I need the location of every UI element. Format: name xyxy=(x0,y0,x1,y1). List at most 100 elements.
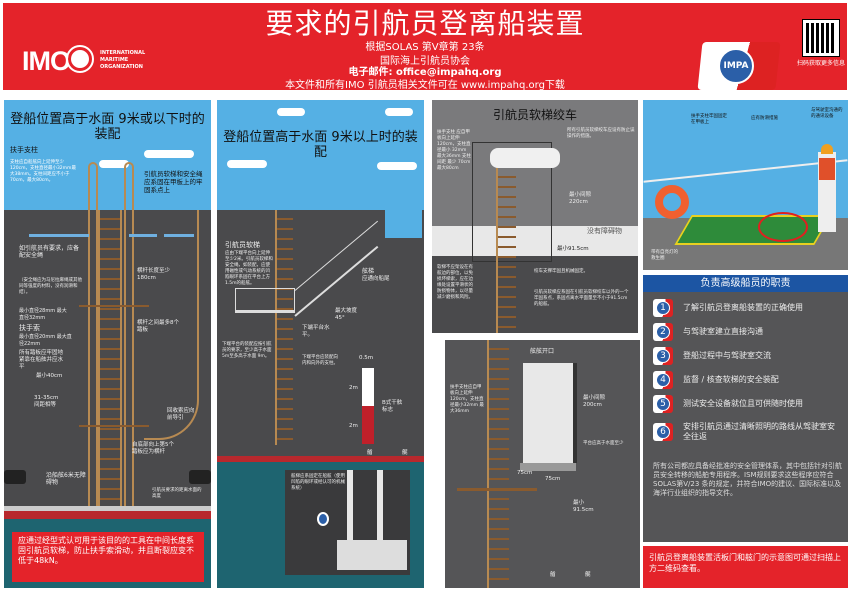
fwd-label: 艏 xyxy=(367,450,373,456)
window xyxy=(164,234,194,237)
imo-seal-icon xyxy=(66,45,94,73)
clearance-text: 最小间隙 220cm xyxy=(569,192,592,205)
sms-text: 所有公司都应具备经批准的安全管理体系，其中包括针对引航员安全转移的船舶专用程序。… xyxy=(653,462,842,497)
duties-title: 负责高级船员的职责 xyxy=(643,275,848,292)
spreader xyxy=(79,425,149,427)
stanchion-left xyxy=(88,162,98,522)
railing xyxy=(643,159,848,183)
duty-text: 登船过程中与驾驶室交流 xyxy=(683,351,771,360)
man-ropes-diameter: 最小直径20mm 最大直径22mm xyxy=(19,334,72,347)
winch-drum xyxy=(490,148,560,168)
cloud xyxy=(227,160,267,168)
no-position-text: 软梯不应架设在有舷边的部位，以免损坏梯索，应在边缘处设置平滑状的防损物体，以尽量… xyxy=(437,265,473,300)
platform-support: 下端平台应装配向内和向外的支柱。 xyxy=(302,355,338,366)
accom-label: 舷梯 xyxy=(362,268,375,275)
flag-number-icon: 5 xyxy=(653,395,673,413)
ladder-label: 引航员软梯 xyxy=(225,241,260,249)
qr-note-box: 引航员登离船装置活板门和舷门的示意图可通过扫描上方二维码查看。 xyxy=(643,546,848,588)
panel2-title: 登船位置高于水面 9米以上时的装配 xyxy=(223,130,418,160)
qr-code-icon[interactable] xyxy=(802,19,840,57)
stanchion-text: 支柱应自船舷向上延伸至少120cm，支柱直径最小32mm最大38mm。支柱间距应… xyxy=(10,160,76,183)
spreader xyxy=(457,488,537,491)
b-stanchion-text: 扶手支柱应自甲板向上延伸120cm，支柱直径最小32mm 最大36mm xyxy=(450,385,484,414)
platform-level: 下端平台水平。 xyxy=(302,325,330,338)
magnetic-eye-icon xyxy=(317,512,329,526)
sky xyxy=(217,100,424,210)
photo-label-lifebuoy: 带有自亮灯的救生圈 xyxy=(651,250,678,261)
duty-text: 测试安全设备就位且可供随时使用 xyxy=(683,399,803,408)
accom-sub: 应通向船尾 xyxy=(362,276,390,282)
photo-label-comms: 与驾驶室沟通的的通讯设备 xyxy=(811,108,843,119)
duty-item: 4 监督 / 核查软梯的安全装配 xyxy=(653,368,842,392)
boarding-area xyxy=(674,215,832,245)
pilot-ladder xyxy=(275,210,293,445)
fender xyxy=(4,470,26,484)
mark-label: B式干舷标志 xyxy=(382,400,403,413)
slope-text: 最大坡度 45° xyxy=(335,308,358,321)
fifth-step-text: 自底部向上第5个踏板应为横杆 xyxy=(132,442,174,455)
b-min: 最小 91.5cm xyxy=(573,500,594,513)
hull-opening xyxy=(523,363,573,463)
safety-line-note: （安全绳应为马尼拉麻绳或其他同等强度的材料，没有润滑和结）。 xyxy=(19,278,82,295)
photo-label-stanchion: 扶手支柱牢固固定在甲板上 xyxy=(691,114,727,125)
deck-edge xyxy=(432,226,638,256)
freeboard-mark-white xyxy=(362,368,374,406)
aft-label: 艉 xyxy=(402,450,408,456)
duty-text: 监督 / 核查软梯的安全装配 xyxy=(683,375,779,384)
waterline xyxy=(4,506,211,511)
winch-stanchion-text: 扶手支柱 应自甲板向上延伸 120cm，支柱直径最小 32mm 最大36mm 支… xyxy=(437,130,471,171)
cloud xyxy=(377,162,417,170)
platform xyxy=(520,463,576,471)
clear-6m-text: 沿船舷6米无障碍物 xyxy=(46,472,86,486)
window xyxy=(67,234,89,237)
pilot-ladder xyxy=(496,168,516,333)
winch-fixed-text: 绞车支撑牢固且机械固定。 xyxy=(534,269,588,274)
lifebuoy-icon xyxy=(655,185,689,219)
winch-note: 所有引航员软梯绞车应设有防止误操作的措施。 xyxy=(567,128,635,139)
stanchion xyxy=(347,470,353,545)
no-obstacle-text: 没有障碍物 xyxy=(587,227,622,235)
steps-level-text: 所有踏板应牢固地紧靠在船舷并应水平 xyxy=(19,350,64,370)
cloud xyxy=(99,160,129,168)
subtitle-email: 电子邮件: office@impahq.org xyxy=(348,67,502,78)
min-915: 最小91.5cm xyxy=(557,246,589,252)
deck-photo: 扶手支柱牢固固定在甲板上 应有防滑措施 与驾驶室沟通的的通讯设备 带有自亮灯的救… xyxy=(643,100,848,270)
attach-note: 引航员软梯应系固在引航员软梯绞车以外的一个牢固系点，系固点离水平面量至不小于91… xyxy=(534,290,629,307)
ladder-text: 应由下端平台向上延伸至少2米。引航员软梯和安全绳，如装配，应使用磁性或气动系统的… xyxy=(225,251,273,286)
spreader-length: 横杆长度至少180cm xyxy=(137,268,171,281)
stanchion xyxy=(377,470,383,545)
hull-red xyxy=(217,456,424,462)
fwd-label-b: 艏 xyxy=(550,572,556,578)
imo-logo: IMO xyxy=(22,46,71,76)
hull xyxy=(432,256,638,333)
spreader xyxy=(79,305,149,307)
width-75b: 75cm xyxy=(545,476,561,482)
helmet xyxy=(821,144,833,154)
cloud xyxy=(277,108,305,116)
fender xyxy=(189,470,211,484)
man-ropes-label: 扶手索 xyxy=(19,324,40,332)
door-edge xyxy=(573,363,577,463)
cloud xyxy=(385,108,413,116)
mark-h2: 2m xyxy=(349,423,358,429)
imo-org-name: INTERNATIONAL MARITIME ORGANIZATION xyxy=(100,50,146,70)
panel3-title: 引航员软梯绞车 xyxy=(492,108,577,122)
stanchion-label: 扶手支柱 xyxy=(10,146,38,154)
photo-label-nonslip: 应有防滑措施 xyxy=(751,116,778,121)
flag-number-icon: 1 xyxy=(653,299,673,317)
flag-number-icon: 2 xyxy=(653,323,673,341)
duty-text: 安排引航员通过清晰照明的路线从驾驶室安全往返 xyxy=(683,422,835,441)
b-clearance: 最小间隙 200cm xyxy=(583,395,606,408)
flag-number-icon: 4 xyxy=(653,371,673,389)
freeboard-mark-red xyxy=(362,406,374,444)
cloud xyxy=(144,150,194,158)
panel-below-9m: 登船位置高于水面 9米或以下时的装配 扶手支柱 支柱应自船舷向上延伸至少120c… xyxy=(4,100,211,588)
subtitle-impa: 国际海上引航员协会 xyxy=(380,56,470,67)
b-platform: 平台应高于水面至少 xyxy=(583,441,624,446)
panel1-title: 登船位置高于水面 9米或以下时的装配 xyxy=(10,112,205,142)
impa-logo: IMPA xyxy=(718,48,754,84)
